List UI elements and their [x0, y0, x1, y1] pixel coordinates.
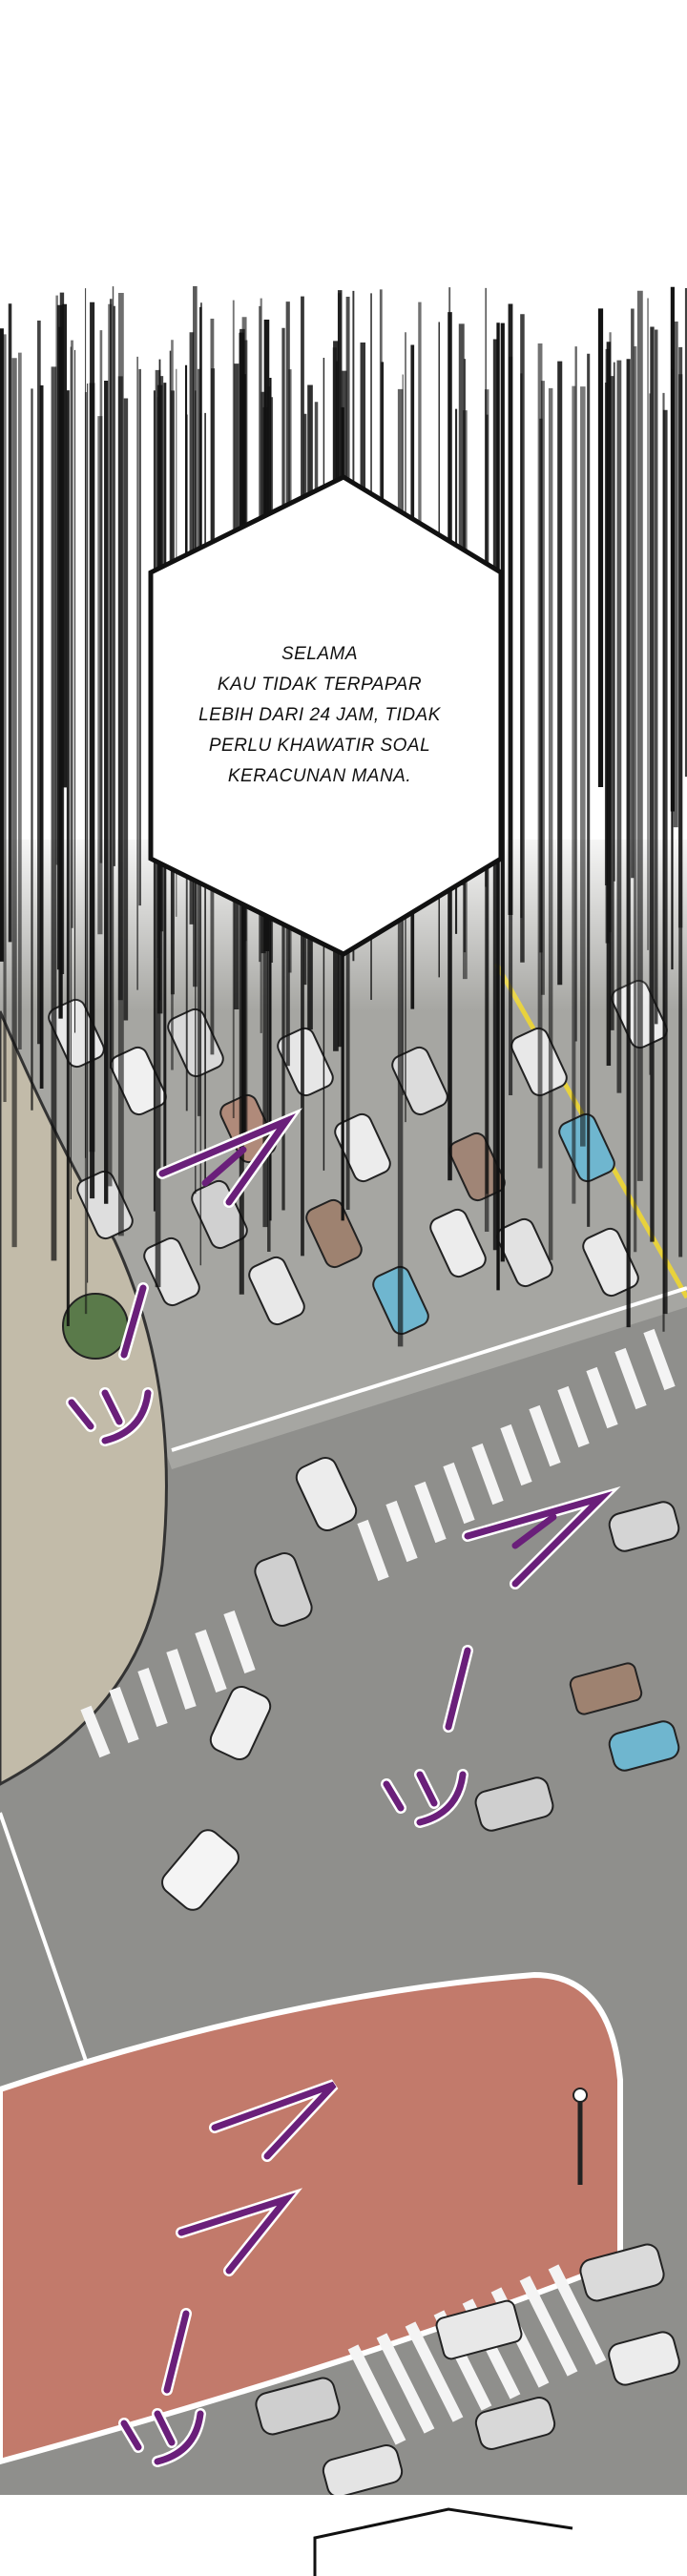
tree [62, 1293, 129, 1360]
hexagon-caption-bubble [148, 474, 504, 957]
sidewalk-corner [0, 1010, 168, 1786]
sfx-buu-1-color [68, 1112, 296, 1444]
sfx-bubuu-color [120, 2081, 337, 2465]
crosswalk [80, 1328, 676, 1758]
sfx-buu-2-color [383, 1490, 614, 1826]
panel-gutter [0, 2495, 687, 2576]
road-edge-line [0, 1812, 88, 2062]
red-plaza [0, 1971, 623, 2465]
next-panel-border [313, 2507, 573, 2576]
road-edge-line [171, 1286, 687, 1452]
moving-cars [161, 1457, 680, 2498]
narration-caption: SELAMA KAU TIDAK TERPAPAR LEBIH DARI 24 … [198, 644, 441, 786]
lamp-head [572, 2088, 588, 2103]
caption-container: SELAMA KAU TIDAK TERPAPAR LEBIH DARI 24 … [143, 477, 496, 954]
